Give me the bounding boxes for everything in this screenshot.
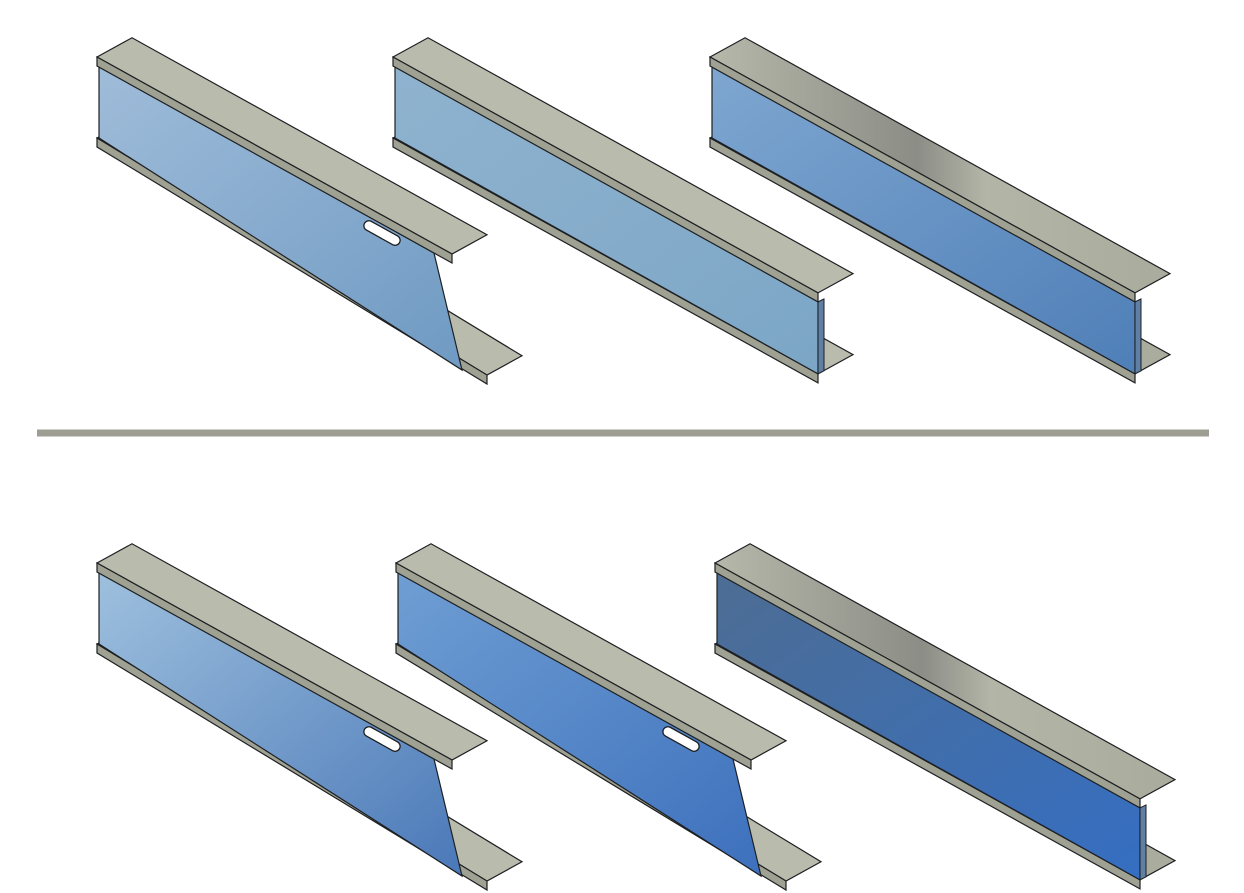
beam-straight-dark-glossy xyxy=(713,543,1177,890)
web-end xyxy=(1134,298,1142,375)
beam-straight xyxy=(391,37,855,384)
slot-hole xyxy=(662,726,700,752)
beam-straight-glossy xyxy=(708,37,1172,384)
slot-hole xyxy=(363,220,401,246)
top-flange-edge xyxy=(96,561,453,771)
slot-hole xyxy=(363,726,401,752)
top-flange-edge xyxy=(714,561,1141,809)
top-flange-edge xyxy=(392,55,819,303)
top-flange-edge xyxy=(709,55,1136,303)
beam-tapered-slotted xyxy=(95,543,524,892)
web-end xyxy=(817,298,825,375)
top-flange-edge xyxy=(395,561,752,771)
beam-row-bottom xyxy=(95,543,1177,892)
beam-tapered-slotted xyxy=(95,37,524,386)
web-end xyxy=(1139,804,1147,881)
beam-row-top xyxy=(95,37,1172,386)
beam-tapered-slotted-blue xyxy=(394,543,823,892)
top-flange-edge xyxy=(96,55,453,265)
